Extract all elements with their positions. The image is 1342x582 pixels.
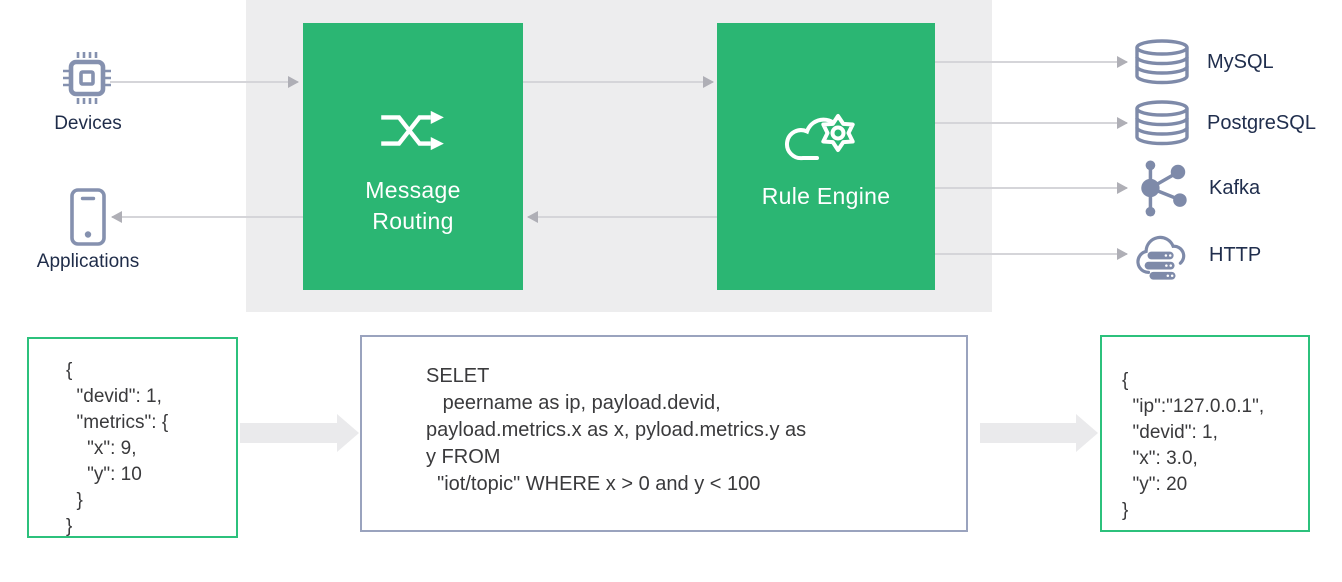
fat-arrow-head [1076, 414, 1098, 452]
applications-label: Applications [36, 251, 140, 272]
sink-row-http: HTTP [1134, 223, 1261, 287]
sql-rule-code: SELET peername as ip, payload.devid, pay… [426, 365, 807, 495]
output-json-code: { "ip":"127.0.0.1", "devid": 1, "x": 3.0… [1122, 370, 1265, 521]
arrow-head [1117, 182, 1128, 194]
arrow-rule-engine-to-http [935, 247, 1128, 261]
sink-row-mysql: MySQL [1134, 30, 1274, 94]
chip-icon [63, 52, 111, 104]
arrow-routing-to-applications [111, 210, 303, 224]
arrow-line [112, 216, 303, 218]
arrow-head [703, 76, 714, 88]
fat-arrow-sql-to-output [980, 423, 1076, 443]
smartphone-icon [70, 188, 106, 246]
arrow-line [528, 216, 717, 218]
arrow-head [527, 211, 538, 223]
sql-rule-box: SELET peername as ip, payload.devid, pay… [360, 335, 968, 532]
arrow-head [288, 76, 299, 88]
database-icon [1135, 39, 1189, 85]
cloud-gear-icon [785, 114, 855, 161]
sink-row-postgresql: PostgreSQL [1134, 91, 1316, 155]
mysql-label: MySQL [1207, 50, 1274, 73]
message-routing-label: Message Routing [365, 177, 461, 234]
rule-engine-label: Rule Engine [761, 183, 891, 209]
arrow-line [523, 81, 713, 83]
database-icon [1135, 100, 1189, 146]
kafka-label: Kafka [1209, 176, 1261, 199]
arrow-head [1117, 117, 1128, 129]
arrow-line [935, 253, 1127, 255]
shuffle-arrows-icon [381, 110, 444, 151]
fat-arrow-input-to-sql [240, 423, 337, 443]
arrow-rule-engine-to-postgresql [935, 116, 1128, 130]
arrow-head [1117, 248, 1128, 260]
arrow-line [110, 81, 298, 83]
arrow-head [1117, 56, 1128, 68]
arrow-line [935, 187, 1127, 189]
arrow-line [935, 122, 1127, 124]
output-json-box: { "ip":"127.0.0.1", "devid": 1, "x": 3.0… [1100, 335, 1310, 532]
network-hub-icon [1141, 160, 1187, 217]
fat-arrow-head [337, 414, 359, 452]
arrow-rule-engine-to-routing [527, 210, 717, 224]
http-label: HTTP [1209, 243, 1262, 266]
arrow-devices-to-routing [110, 75, 299, 89]
arrow-head [111, 211, 122, 223]
arrow-rule-engine-to-kafka [935, 181, 1128, 195]
input-json-box: { "devid": 1, "metrics": { "x": 9, "y": … [27, 337, 238, 538]
rule-engine-box: Rule Engine [717, 23, 935, 290]
arrow-routing-to-rule-engine [523, 75, 714, 89]
input-json-code: { "devid": 1, "metrics": { "x": 9, "y": … [66, 360, 169, 537]
cloud-server-icon [1136, 235, 1186, 280]
postgresql-label: PostgreSQL [1207, 111, 1316, 134]
message-routing-box: Message Routing [303, 23, 523, 290]
sink-row-kafka: Kafka [1134, 156, 1260, 220]
devices-label: Devices [54, 113, 122, 134]
arrow-line [935, 61, 1127, 63]
arrow-rule-engine-to-mysql [935, 55, 1128, 69]
